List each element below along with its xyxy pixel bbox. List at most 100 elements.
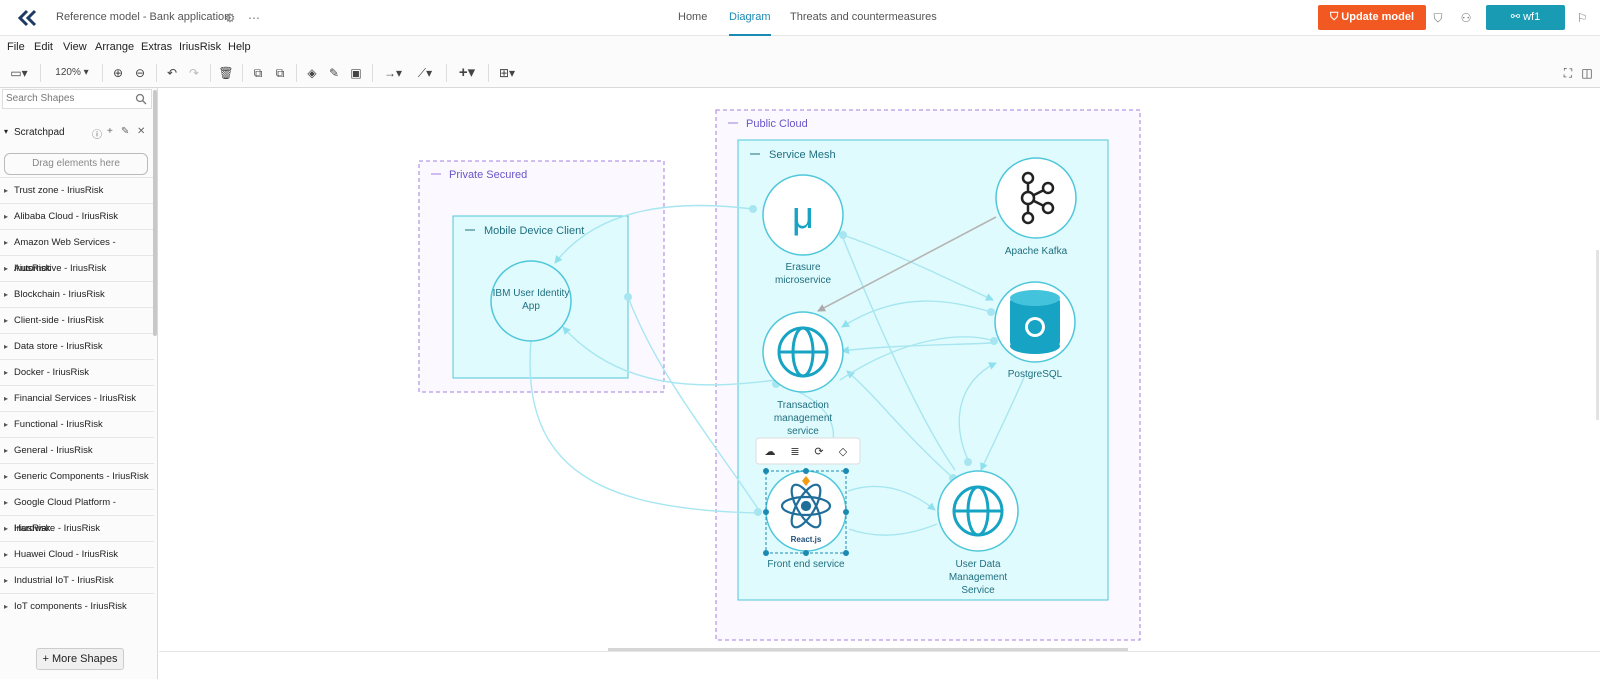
library-item[interactable]: Docker - IriusRisk xyxy=(0,359,154,386)
search-shapes-input[interactable]: Search Shapes xyxy=(2,89,152,109)
zoom-in-icon[interactable]: ⊕ xyxy=(112,66,124,80)
zoom-out-icon[interactable]: ⊖ xyxy=(134,66,146,80)
users-settings-icon[interactable]: ⚇ xyxy=(1460,11,1472,25)
close-icon[interactable]: ✕ xyxy=(137,126,146,137)
svg-text:Apache Kafka: Apache Kafka xyxy=(1005,246,1068,257)
library-item[interactable]: Huawei Cloud - IriusRisk xyxy=(0,541,154,568)
svg-text:Transaction: Transaction xyxy=(777,400,829,411)
redo-icon[interactable]: ↷ xyxy=(188,66,200,80)
refresh-icon[interactable]: ⟳ xyxy=(814,446,823,458)
svg-text:service: service xyxy=(787,426,819,437)
nav-diagram[interactable]: Diagram xyxy=(729,0,771,36)
threats-icon[interactable]: ☁ xyxy=(765,446,776,458)
erasure-microservice-node[interactable]: μ Erasure microservice xyxy=(762,174,844,286)
library-item[interactable]: Generic Components - IriusRisk xyxy=(0,463,154,490)
workflow-button[interactable]: ⚯ wf1 xyxy=(1486,5,1565,30)
library-item[interactable]: Data store - IriusRisk xyxy=(0,333,154,360)
user-data-management-service-node[interactable]: User Data Management Service xyxy=(937,470,1019,596)
update-model-button[interactable]: ⛉ Update model xyxy=(1318,5,1426,30)
notes-icon[interactable]: ≣ xyxy=(790,446,799,458)
menu-help[interactable]: Help xyxy=(228,41,251,53)
fill-color-icon[interactable]: ◈ xyxy=(307,66,317,80)
format-panel-icon[interactable]: ◫ xyxy=(1581,66,1593,80)
sidebar-scrollbar[interactable] xyxy=(153,90,157,336)
svg-text:User Data: User Data xyxy=(955,559,1000,570)
diagram-canvas[interactable]: Public Cloud Private Secured Mobile Devi… xyxy=(159,88,1600,679)
library-item[interactable]: General - IriusRisk xyxy=(0,437,154,464)
zoom-select[interactable]: 120% ▾ xyxy=(55,67,89,78)
scratchpad-title: Scratchpad xyxy=(14,127,65,138)
waypoints-icon[interactable]: ⟋▾ xyxy=(417,66,433,80)
library-item[interactable]: Blockchain - IriusRisk xyxy=(0,281,154,308)
library-item[interactable]: Amazon Web Services - IriusRisk xyxy=(0,229,154,274)
svg-text:Erasure: Erasure xyxy=(785,262,820,273)
shadow-icon[interactable]: ▣ xyxy=(350,66,362,80)
flag-icon[interactable]: ⚐ xyxy=(1576,11,1588,25)
canvas-horizontal-scrollbar[interactable] xyxy=(608,648,1128,651)
postgresql-node[interactable]: PostgreSQL xyxy=(994,281,1076,380)
scratchpad-drop-area[interactable]: Drag elements here xyxy=(4,153,148,175)
workflow-icon: ⚯ xyxy=(1510,11,1521,23)
library-item[interactable]: Financial Services - IriusRisk xyxy=(0,385,154,412)
nav-threats[interactable]: Threats and countermeasures xyxy=(790,11,937,23)
menu-extras[interactable]: Extras xyxy=(141,41,173,53)
top-bar: Reference model - Bank application ⚙ ⋯ H… xyxy=(0,0,1600,36)
panel-layout-icon[interactable]: ▭▾ xyxy=(10,66,28,80)
scratchpad-header[interactable]: ▾ Scratchpad ⓘ + ✎ ✕ xyxy=(0,124,154,144)
back-chevrons-icon[interactable] xyxy=(16,8,38,28)
svg-text:Management: Management xyxy=(949,572,1008,583)
kafka-connector xyxy=(817,216,997,312)
library-item[interactable]: Trust zone - IriusRisk xyxy=(0,177,154,204)
nav-home[interactable]: Home xyxy=(678,11,708,23)
ibm-user-identity-app-node[interactable]: IBM User Identity App xyxy=(490,260,572,342)
service-mesh-label: Service Mesh xyxy=(769,149,836,161)
menu-view[interactable]: View xyxy=(63,41,87,53)
library-item[interactable]: Industrial IoT - IriusRisk xyxy=(0,567,154,594)
connection-style-icon[interactable]: →▾ xyxy=(383,66,403,80)
shapes-sidebar: Search Shapes ▾ Scratchpad ⓘ + ✎ ✕ Drag … xyxy=(0,88,158,679)
line-color-icon[interactable]: ✎ xyxy=(328,66,340,80)
library-item[interactable]: Google Cloud Platform - IriusRisk xyxy=(0,489,154,534)
menu-arrange[interactable]: Arrange xyxy=(95,41,135,53)
library-item[interactable]: Client-side - IriusRisk xyxy=(0,307,154,334)
canvas-vertical-scrollbar[interactable] xyxy=(1596,250,1599,420)
collapse-arrow-icon[interactable]: ▾ xyxy=(4,127,9,136)
library-item[interactable]: Hardware - IriusRisk xyxy=(0,515,154,542)
kafka-icon xyxy=(1020,171,1055,225)
menu-edit[interactable]: Edit xyxy=(34,41,53,53)
menu-iriusrisk[interactable]: IriusRisk xyxy=(179,41,222,53)
undo-icon[interactable]: ↶ xyxy=(166,66,178,80)
more-options-icon[interactable]: ⋯ xyxy=(248,11,260,25)
library-item[interactable]: Automotive - IriusRisk xyxy=(0,255,154,282)
search-icon[interactable] xyxy=(135,93,147,105)
to-back-icon[interactable]: ⧉ xyxy=(275,66,285,80)
toolbar: ▭▾ 120% ▾ ⊕ ⊖ ↶ ↷ 🗑 ⧉ ⧉ ◈ ✎ ▣ →▾ ⟋▾ +▾ ⊞… xyxy=(0,58,1600,88)
more-shapes-button[interactable]: + More Shapes xyxy=(36,648,124,670)
svg-text:PostgreSQL: PostgreSQL xyxy=(1008,369,1063,380)
library-item[interactable]: Functional - IriusRisk xyxy=(0,411,154,438)
fullscreen-icon[interactable]: ⛶ xyxy=(1563,66,1573,80)
help-icon[interactable]: ⓘ xyxy=(92,130,102,141)
react-icon xyxy=(780,483,832,529)
library-item[interactable]: IoT components - IriusRisk xyxy=(0,593,154,620)
shield-status-icon[interactable]: ⛉ xyxy=(1433,11,1443,25)
menu-bar: File Edit View Arrange Extras IriusRisk … xyxy=(0,36,1600,58)
delete-icon[interactable]: 🗑 xyxy=(218,66,234,80)
data-flow-connectors xyxy=(529,204,1026,536)
table-icon[interactable]: ⊞▾ xyxy=(498,66,516,80)
transaction-management-service-node[interactable]: Transaction management service xyxy=(762,311,844,437)
svg-text:management: management xyxy=(774,413,833,424)
menu-file[interactable]: File xyxy=(7,41,25,53)
selection-handles[interactable] xyxy=(763,468,849,556)
insert-icon[interactable]: +▾ xyxy=(458,64,476,81)
add-icon[interactable]: + xyxy=(107,126,113,137)
library-item[interactable]: Alibaba Cloud - IriusRisk xyxy=(0,203,154,230)
to-front-icon[interactable]: ⧉ xyxy=(253,66,263,80)
tag-icon[interactable]: ◇ xyxy=(839,446,848,458)
project-title: Reference model - Bank application xyxy=(56,11,231,23)
settings-gear-icon[interactable]: ⚙ xyxy=(224,11,236,25)
mu-icon: μ xyxy=(792,195,814,237)
apache-kafka-node[interactable]: Apache Kafka xyxy=(995,157,1077,257)
svg-text:Front end service: Front end service xyxy=(767,559,845,570)
edit-icon[interactable]: ✎ xyxy=(121,126,130,137)
